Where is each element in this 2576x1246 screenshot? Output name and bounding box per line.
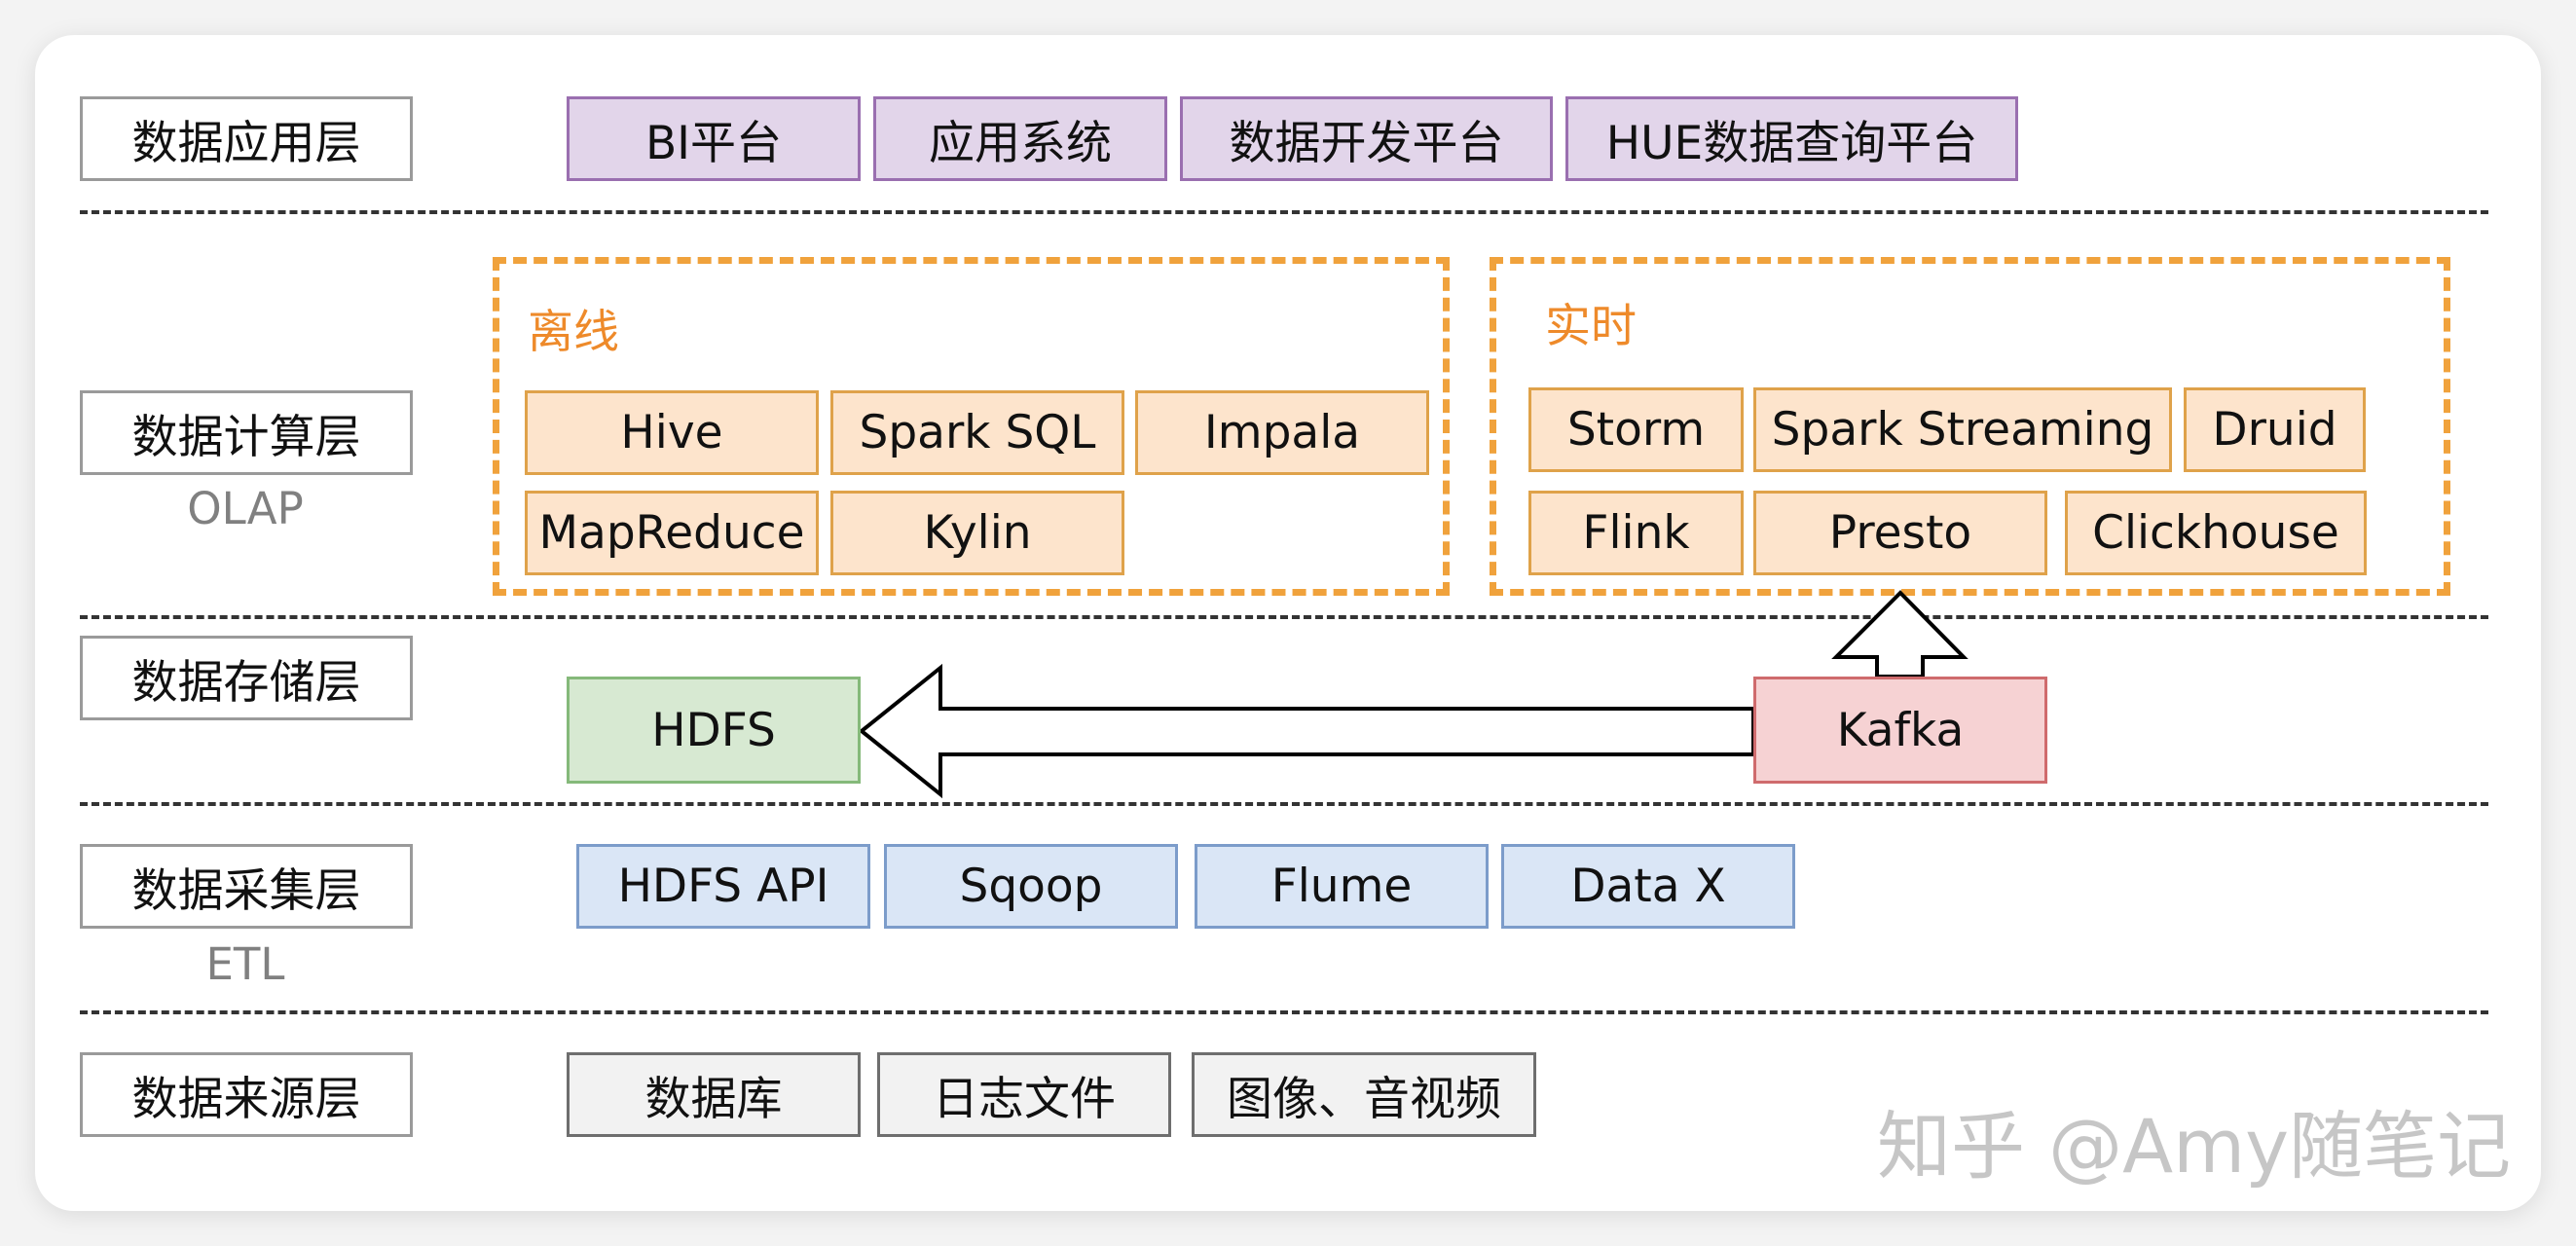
compute-item-impala: Impala xyxy=(1135,390,1429,475)
compute-item-spark-streaming: Spark Streaming xyxy=(1753,387,2172,472)
divider-storage-collection xyxy=(80,802,2488,806)
app-item-data-dev-platform: 数据开发平台 xyxy=(1180,96,1553,181)
layer-sublabel-etl: ETL xyxy=(205,938,285,990)
compute-item-clickhouse: Clickhouse xyxy=(2065,491,2367,575)
diagram-card xyxy=(35,35,2541,1211)
compute-item-presto: Presto xyxy=(1753,491,2047,575)
realtime-group-title: 实时 xyxy=(1545,300,1637,353)
layer-label-collection: 数据采集层 xyxy=(80,844,413,929)
watermark: 知乎 @Amy随笔记 xyxy=(1877,1103,2512,1190)
compute-item-druid: Druid xyxy=(2184,387,2366,472)
compute-item-flink: Flink xyxy=(1528,491,1744,575)
collection-item-sqoop: Sqoop xyxy=(884,844,1178,929)
source-item-database: 数据库 xyxy=(567,1052,861,1137)
divider-application-compute xyxy=(80,210,2488,214)
storage-item-kafka: Kafka xyxy=(1753,677,2047,784)
layer-label-application: 数据应用层 xyxy=(80,96,413,181)
offline-group-title: 离线 xyxy=(528,306,619,359)
source-item-images-av: 图像、音视频 xyxy=(1192,1052,1536,1137)
collection-item-datax: Data X xyxy=(1501,844,1795,929)
app-item-bi-platform: BI平台 xyxy=(567,96,861,181)
layer-label-storage: 数据存储层 xyxy=(80,636,413,720)
app-item-hue-query-platform: HUE数据查询平台 xyxy=(1565,96,2018,181)
compute-item-storm: Storm xyxy=(1528,387,1744,472)
compute-item-hive: Hive xyxy=(525,390,819,475)
collection-item-hdfs-api: HDFS API xyxy=(576,844,870,929)
collection-item-flume: Flume xyxy=(1195,844,1489,929)
compute-item-kylin: Kylin xyxy=(830,491,1124,575)
compute-item-spark-sql: Spark SQL xyxy=(830,390,1124,475)
compute-item-mapreduce: MapReduce xyxy=(525,491,819,575)
divider-collection-source xyxy=(80,1010,2488,1014)
layer-label-source: 数据来源层 xyxy=(80,1052,413,1137)
realtime-group xyxy=(1490,257,2450,596)
storage-item-hdfs: HDFS xyxy=(567,677,861,784)
kafka-to-presto-arrow xyxy=(1831,590,1969,678)
layer-label-compute: 数据计算层 xyxy=(80,390,413,475)
kafka-to-hdfs-arrow xyxy=(858,663,1755,799)
offline-group xyxy=(493,257,1450,596)
app-item-application-system: 应用系统 xyxy=(873,96,1167,181)
divider-compute-storage xyxy=(80,615,2488,619)
source-item-log-files: 日志文件 xyxy=(877,1052,1171,1137)
layer-sublabel-olap: OLAP xyxy=(187,483,304,534)
